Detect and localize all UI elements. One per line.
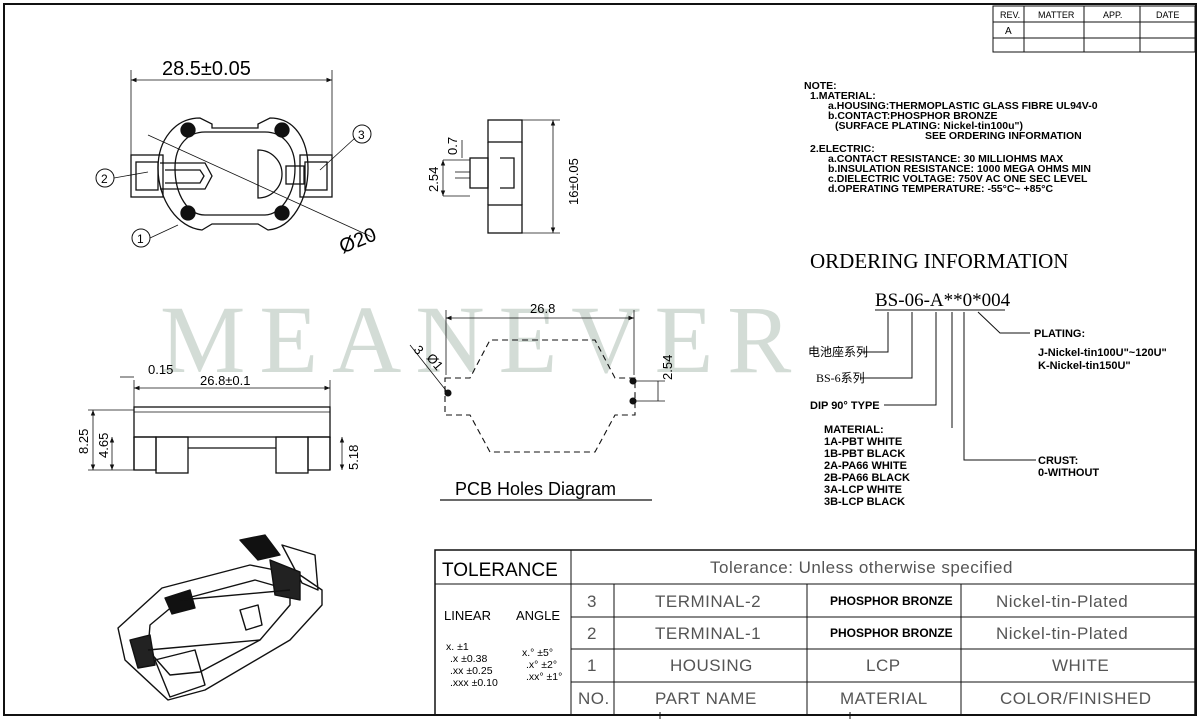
plating-option-2: K-Nickel-tin150U": [1038, 360, 1131, 372]
parts-row-1: 1 HOUSING LCP WHITE: [587, 656, 1109, 675]
material-option-3: 2A-PA66 WHITE: [824, 460, 907, 472]
svg-text:PHOSPHOR BRONZE: PHOSPHOR BRONZE: [830, 626, 953, 640]
revision-table: REV. MATTER APP. DATE A: [992, 5, 1196, 53]
material-option-2: 1B-PBT BLACK: [824, 448, 905, 460]
plating-option-1: J-Nickel-tin100U"~120U": [1038, 347, 1167, 359]
linear-value-2: .x ±0.38: [450, 653, 487, 665]
side-pin-offset-dimension: 0.7: [445, 137, 460, 155]
plating-title: PLATING:: [1034, 328, 1085, 340]
svg-text:MATERIAL: MATERIAL: [840, 689, 928, 708]
ordering-title: ORDERING INFORMATION: [810, 249, 1068, 273]
svg-text:HOUSING: HOUSING: [670, 656, 753, 675]
pcb-caption: PCB Holes Diagram: [455, 479, 616, 499]
svg-text:1: 1: [137, 232, 144, 246]
notes-title: NOTE:: [804, 80, 837, 92]
diameter-dimension: Ø20: [336, 224, 379, 259]
tolerance-label: TOLERANCE: [442, 560, 558, 581]
part-code: BS-06-A**0*004: [875, 290, 1011, 311]
front-inner-height-dimension: 4.65: [96, 433, 111, 458]
material-option-6: 3B-LCP BLACK: [824, 496, 905, 508]
svg-text:WHITE: WHITE: [1052, 656, 1109, 675]
angle-value-3: .xx° ±1°: [526, 671, 562, 683]
isometric-view: [117, 534, 323, 701]
svg-text:TERMINAL-2: TERMINAL-2: [655, 592, 761, 611]
material-option-4: 2B-PA66 BLACK: [824, 472, 910, 484]
notes-electric-line-4: d.OPERATING TEMPERATURE: -55°C~ +85°C: [828, 183, 1053, 195]
ordering-information: ORDERING INFORMATION BS-06-A**0*004 电池座系…: [808, 249, 1167, 508]
top-width-dimension: 28.5±0.05: [162, 58, 251, 80]
material-title: MATERIAL:: [824, 424, 884, 436]
material-option-5: 3A-LCP WHITE: [824, 484, 902, 496]
callout-2: 2: [95, 168, 115, 188]
svg-text:NO.: NO.: [578, 689, 610, 708]
svg-text:COLOR/FINISHED: COLOR/FINISHED: [1000, 689, 1152, 708]
side-height-dimension: 16±0.05: [566, 158, 581, 205]
front-width-dimension: 26.8±0.1: [200, 373, 251, 388]
svg-text:3: 3: [587, 592, 597, 611]
svg-text:Nickel-tin-Plated: Nickel-tin-Plated: [996, 592, 1128, 611]
tolerance-note: Tolerance: Unless otherwise specified: [710, 558, 1013, 577]
front-flange-dimension: 0.15: [148, 362, 173, 377]
rev-header: REV.: [1000, 10, 1020, 20]
notes-material-line-4: SEE ORDERING INFORMATION: [925, 130, 1082, 142]
notes-electric-line-2: b.INSULATION RESISTANCE: 1000 MEGA OHMS …: [828, 163, 1091, 175]
notes-material-title: 1.MATERIAL:: [810, 90, 876, 102]
parts-row-3: 3 TERMINAL-2 PHOSPHOR BRONZE Nickel-tin-…: [587, 592, 1128, 611]
pcb-holes-diagram: [409, 310, 665, 501]
linear-value-1: x. ±1: [446, 641, 469, 653]
svg-text:1: 1: [587, 656, 597, 675]
date-header: DATE: [1156, 10, 1179, 20]
title-block: [434, 549, 1196, 719]
notes-electric-line-3: c.DIELECTRIC VOLTAGE: 750V AC ONE SEC LE…: [828, 173, 1088, 185]
angle-value-1: x.° ±5°: [522, 647, 553, 659]
notes-electric-line-1: a.CONTACT RESISTANCE: 30 MILLIOHMS MAX: [828, 153, 1063, 165]
svg-text:TERMINAL-1: TERMINAL-1: [655, 624, 761, 643]
svg-text:PART NAME: PART NAME: [655, 689, 757, 708]
svg-text:2: 2: [587, 624, 597, 643]
top-view: [113, 70, 373, 239]
app-header: APP.: [1103, 10, 1122, 20]
svg-text:2: 2: [101, 172, 108, 186]
crust-option-1: 0-WITHOUT: [1038, 467, 1099, 479]
callout-3: 3: [352, 124, 372, 144]
matter-header: MATTER: [1038, 10, 1075, 20]
bs6-series-label: BS-6系列: [816, 371, 865, 385]
notes-material-line-3: (SURFACE PLATING: Nickel-tin100u"): [835, 120, 1023, 132]
linear-label: LINEAR: [444, 608, 491, 623]
pcb-width-dimension: 26.8: [530, 301, 555, 316]
front-view: [88, 376, 345, 474]
rev-value: A: [1005, 26, 1012, 37]
notes-material-line-2: b.CONTACT:PHOSPHOR BRONZE: [828, 110, 998, 122]
side-pitch-dimension: 2.54: [426, 167, 441, 192]
linear-value-3: .xx ±0.25: [450, 665, 493, 677]
linear-value-4: .xxx ±0.10: [450, 677, 498, 689]
parts-header-row: NO. PART NAME MATERIAL COLOR/FINISHED: [578, 689, 1152, 708]
series-cn-label: 电池座系列: [808, 344, 868, 359]
notes-material-line-1: a.HOUSING:THERMOPLASTIC GLASS FIBRE UL94…: [828, 100, 1098, 112]
angle-value-2: .x° ±2°: [526, 659, 557, 671]
notes-block: NOTE: 1.MATERIAL: a.HOUSING:THERMOPLASTI…: [804, 80, 1098, 195]
svg-text:Nickel-tin-Plated: Nickel-tin-Plated: [996, 624, 1128, 643]
dip-label: DIP 90° TYPE: [810, 400, 880, 412]
svg-text:3: 3: [358, 128, 365, 142]
parts-row-2: 2 TERMINAL-1 PHOSPHOR BRONZE Nickel-tin-…: [587, 624, 1128, 643]
pcb-hole-spacing-dimension: 2.54: [660, 355, 675, 380]
callout-1: 1: [131, 228, 151, 248]
side-view: [440, 119, 560, 234]
svg-text:LCP: LCP: [866, 656, 901, 675]
crust-title: CRUST:: [1038, 455, 1078, 467]
front-height-dimension: 8.25: [76, 429, 91, 454]
angle-label: ANGLE: [516, 608, 560, 623]
front-pin-length-dimension: 5.18: [346, 445, 361, 470]
watermark: MEANEVER: [160, 286, 805, 393]
notes-electric-title: 2.ELECTRIC:: [810, 143, 875, 155]
material-option-1: 1A-PBT WHITE: [824, 436, 902, 448]
svg-text:PHOSPHOR BRONZE: PHOSPHOR BRONZE: [830, 594, 953, 608]
